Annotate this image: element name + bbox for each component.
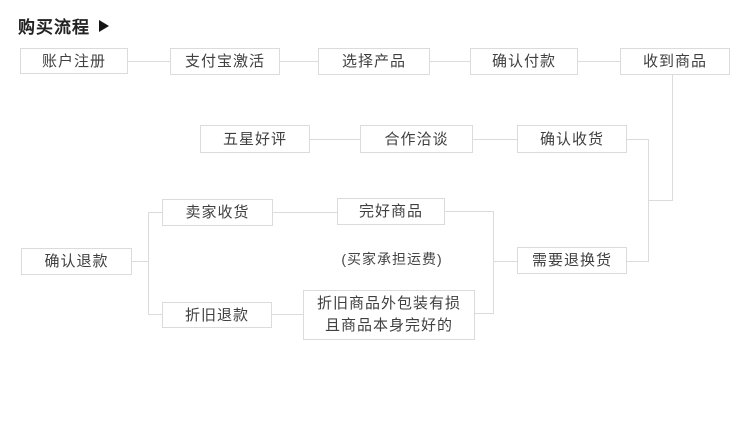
node-confirm-refund: 确认退款 — [21, 248, 132, 275]
connector-cooperation-receipt — [473, 139, 517, 140]
connector-mid-rail — [493, 211, 494, 314]
connector-alipay-select — [280, 61, 318, 62]
node-damaged-package: 折旧商品外包装有损 且商品本身完好的 — [303, 290, 475, 340]
connector-midrail-return — [493, 261, 517, 262]
node-intact-goods: 完好商品 — [337, 198, 445, 225]
node-five-star-review: 五星好评 — [200, 125, 310, 153]
node-cooperation-talk: 合作洽谈 — [360, 125, 473, 153]
node-select-product: 选择产品 — [318, 48, 430, 75]
node-confirm-receipt: 确认收货 — [517, 125, 627, 153]
node-need-return-exchange: 需要退换货 — [517, 247, 627, 274]
node-damaged-package-line2: 且商品本身完好的 — [324, 317, 453, 334]
connector-rail-depreciation — [148, 314, 162, 315]
connector-receivegoods-drop — [672, 75, 673, 200]
connector-receipt-rail — [627, 139, 648, 140]
connector-refund-rail — [132, 261, 148, 262]
connector-return-right-rail — [627, 261, 648, 262]
connector-seller-intact — [273, 212, 337, 213]
connector-intact-midrail — [445, 211, 493, 212]
connector-fivestar-cooperation — [310, 139, 360, 140]
connector-receivegoods-elbow — [648, 200, 673, 201]
connector-right-rail — [648, 139, 649, 262]
page-title-text: 购买流程 — [18, 18, 90, 37]
connector-damaged-midrail — [475, 313, 493, 314]
node-damaged-package-line1: 折旧商品外包装有损 — [316, 295, 461, 312]
node-alipay-activate: 支付宝激活 — [170, 48, 280, 75]
node-account-register: 账户注册 — [20, 48, 128, 74]
node-seller-receive: 卖家收货 — [162, 199, 273, 226]
node-confirm-payment: 确认付款 — [470, 48, 578, 75]
node-depreciation-refund: 折旧退款 — [162, 302, 272, 328]
page-title: 购买流程 — [18, 13, 109, 38]
connector-register-alipay — [128, 61, 170, 62]
connector-left-rail — [148, 212, 149, 315]
play-triangle-icon — [99, 19, 109, 32]
connector-rail-seller — [148, 212, 162, 213]
connector-payment-receive — [578, 61, 620, 62]
connector-select-payment — [430, 61, 470, 62]
node-receive-goods: 收到商品 — [620, 48, 730, 75]
annotation-buyer-shipping: (买家承担运费) — [341, 251, 443, 267]
connector-depreciation-damaged — [272, 314, 303, 315]
